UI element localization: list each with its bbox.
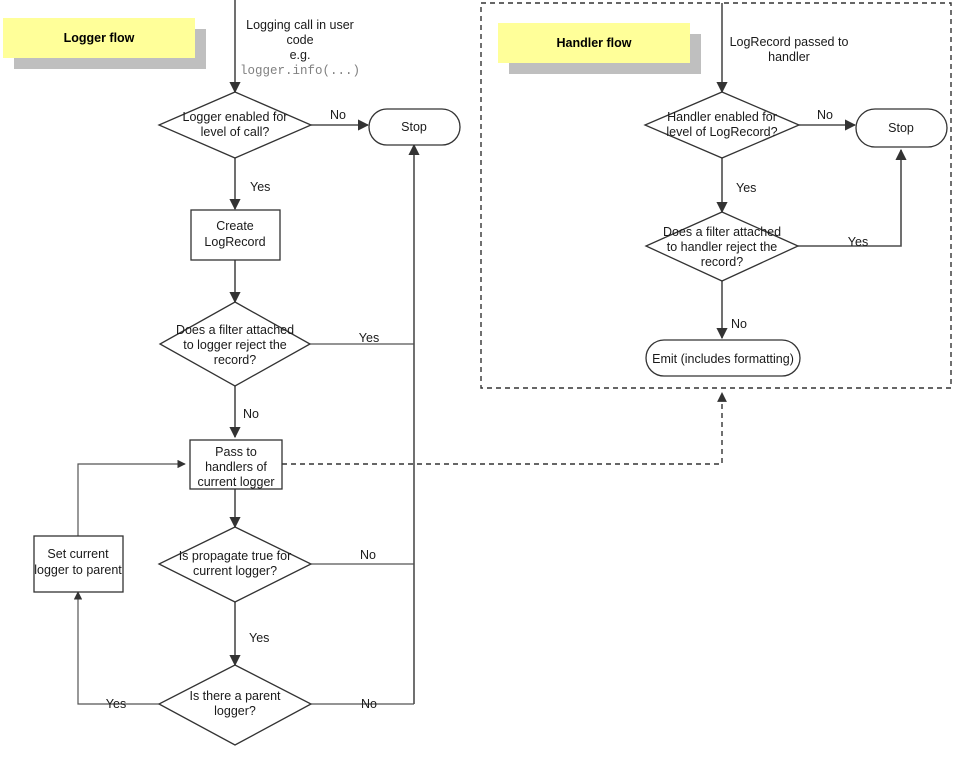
- handler-filter-line3: record?: [701, 255, 743, 269]
- node-handler-filter[interactable]: Does a filter attached to handler reject…: [644, 211, 800, 282]
- pass-to-handlers-line2: handlers of: [205, 460, 267, 474]
- edge-has-parent-yes-to-set-parent: [73, 591, 159, 705]
- logger-filter-line1: Does a filter attached: [176, 323, 294, 337]
- is-propagate-diamond[interactable]: [157, 526, 313, 603]
- logger-stop-label: Stop: [401, 120, 427, 134]
- logrecord-passed-line1: LogRecord passed to: [730, 35, 849, 49]
- logging-call-line2: code: [286, 33, 313, 47]
- logrecord-passed-caption: LogRecord passed to handler: [730, 35, 849, 64]
- edge-set-parent-to-pass-handlers: [77, 459, 186, 536]
- logger-banner-fill: [3, 18, 195, 58]
- logger-stop-shape[interactable]: [368, 108, 461, 146]
- handler-flow-banner-label: Handler flow: [556, 36, 631, 50]
- node-create-logrecord[interactable]: Create LogRecord: [190, 209, 281, 261]
- emit-label: Emit (includes formatting): [652, 352, 794, 366]
- is-propagate-line2: current logger?: [193, 564, 277, 578]
- logger-filter-line3: record?: [214, 353, 256, 367]
- create-logrecord-shape[interactable]: [190, 209, 281, 261]
- handler-banner-fill: [498, 23, 690, 63]
- logging-call-code: logger.info(...): [240, 64, 360, 78]
- has-parent-line1: Is there a parent: [189, 689, 281, 703]
- logger-enabled-line2: level of call?: [201, 125, 270, 139]
- logger-filter-line2: to logger reject the: [183, 338, 287, 352]
- handler-enabled-line1: Handler enabled for: [667, 110, 777, 124]
- pass-to-handlers-line3: current logger: [197, 475, 274, 489]
- is-propagate-line1: Is propagate true for: [179, 549, 292, 563]
- has-parent-diamond[interactable]: [157, 664, 313, 746]
- logger-flow-banner: Logger flow: [3, 18, 206, 69]
- label-handler-filter-no: No: [731, 317, 747, 331]
- pass-to-handlers-line1: Pass to: [215, 445, 257, 459]
- logger-enabled-line1: Logger enabled for: [183, 110, 288, 124]
- node-handler-stop[interactable]: Stop: [855, 108, 948, 148]
- set-parent-line1: Set current: [47, 547, 109, 561]
- handler-flow-group-box: [480, 2, 952, 389]
- node-is-propagate[interactable]: Is propagate true for current logger?: [157, 526, 313, 603]
- set-parent-shape[interactable]: [33, 535, 124, 593]
- label-logger-filter-yes: Yes: [359, 331, 379, 345]
- label-logger-enabled-no: No: [330, 108, 346, 122]
- label-handler-filter-yes: Yes: [848, 235, 868, 249]
- edge-pass-handlers-to-handler-flow: [282, 392, 727, 465]
- node-pass-to-handlers[interactable]: Pass to handlers of current logger: [189, 439, 283, 490]
- node-logger-enabled[interactable]: Logger enabled for level of call?: [157, 91, 313, 159]
- node-set-parent[interactable]: Set current logger to parent: [33, 535, 124, 593]
- node-logger-stop[interactable]: Stop: [368, 108, 461, 146]
- logging-call-line3: e.g.: [290, 48, 311, 62]
- create-logrecord-line2: LogRecord: [204, 235, 265, 249]
- node-has-parent[interactable]: Is there a parent logger?: [157, 664, 313, 746]
- logging-call-caption: Logging call in user code e.g. logger.in…: [240, 18, 360, 78]
- has-parent-line2: logger?: [214, 704, 256, 718]
- label-propagate-no: No: [360, 548, 376, 562]
- logger-enabled-diamond[interactable]: [157, 91, 313, 159]
- label-handler-enabled-yes: Yes: [736, 181, 756, 195]
- logger-filter-diamond[interactable]: [158, 301, 312, 387]
- pass-to-handlers-shape[interactable]: [189, 439, 283, 490]
- label-has-parent-no: No: [361, 697, 377, 711]
- logger-flow-banner-label: Logger flow: [64, 31, 135, 45]
- logrecord-passed-line2: handler: [768, 50, 810, 64]
- handler-enabled-line2: level of LogRecord?: [666, 125, 777, 139]
- handler-flow-banner: Handler flow: [498, 23, 701, 74]
- handler-filter-line1: Does a filter attached: [663, 225, 781, 239]
- handler-stop-shape[interactable]: [855, 108, 948, 148]
- label-logger-enabled-yes: Yes: [250, 180, 270, 194]
- handler-stop-label: Stop: [888, 121, 914, 135]
- logging-call-line1: Logging call in user: [246, 18, 354, 32]
- label-logger-filter-no: No: [243, 407, 259, 421]
- emit-shape[interactable]: [645, 339, 801, 377]
- label-handler-enabled-no: No: [817, 108, 833, 122]
- set-parent-line2: logger to parent: [34, 563, 122, 577]
- create-logrecord-line1: Create: [216, 219, 254, 233]
- node-emit[interactable]: Emit (includes formatting): [645, 339, 801, 377]
- handler-filter-line2: to handler reject the: [667, 240, 778, 254]
- handler-enabled-diamond[interactable]: [643, 91, 801, 159]
- edge-handler-filter-yes-to-stop: [798, 148, 907, 247]
- node-logger-filter[interactable]: Does a filter attached to logger reject …: [158, 301, 312, 387]
- label-has-parent-yes: Yes: [106, 697, 126, 711]
- handler-filter-diamond[interactable]: [644, 211, 800, 282]
- node-handler-enabled[interactable]: Handler enabled for level of LogRecord?: [643, 91, 801, 159]
- label-propagate-yes: Yes: [249, 631, 269, 645]
